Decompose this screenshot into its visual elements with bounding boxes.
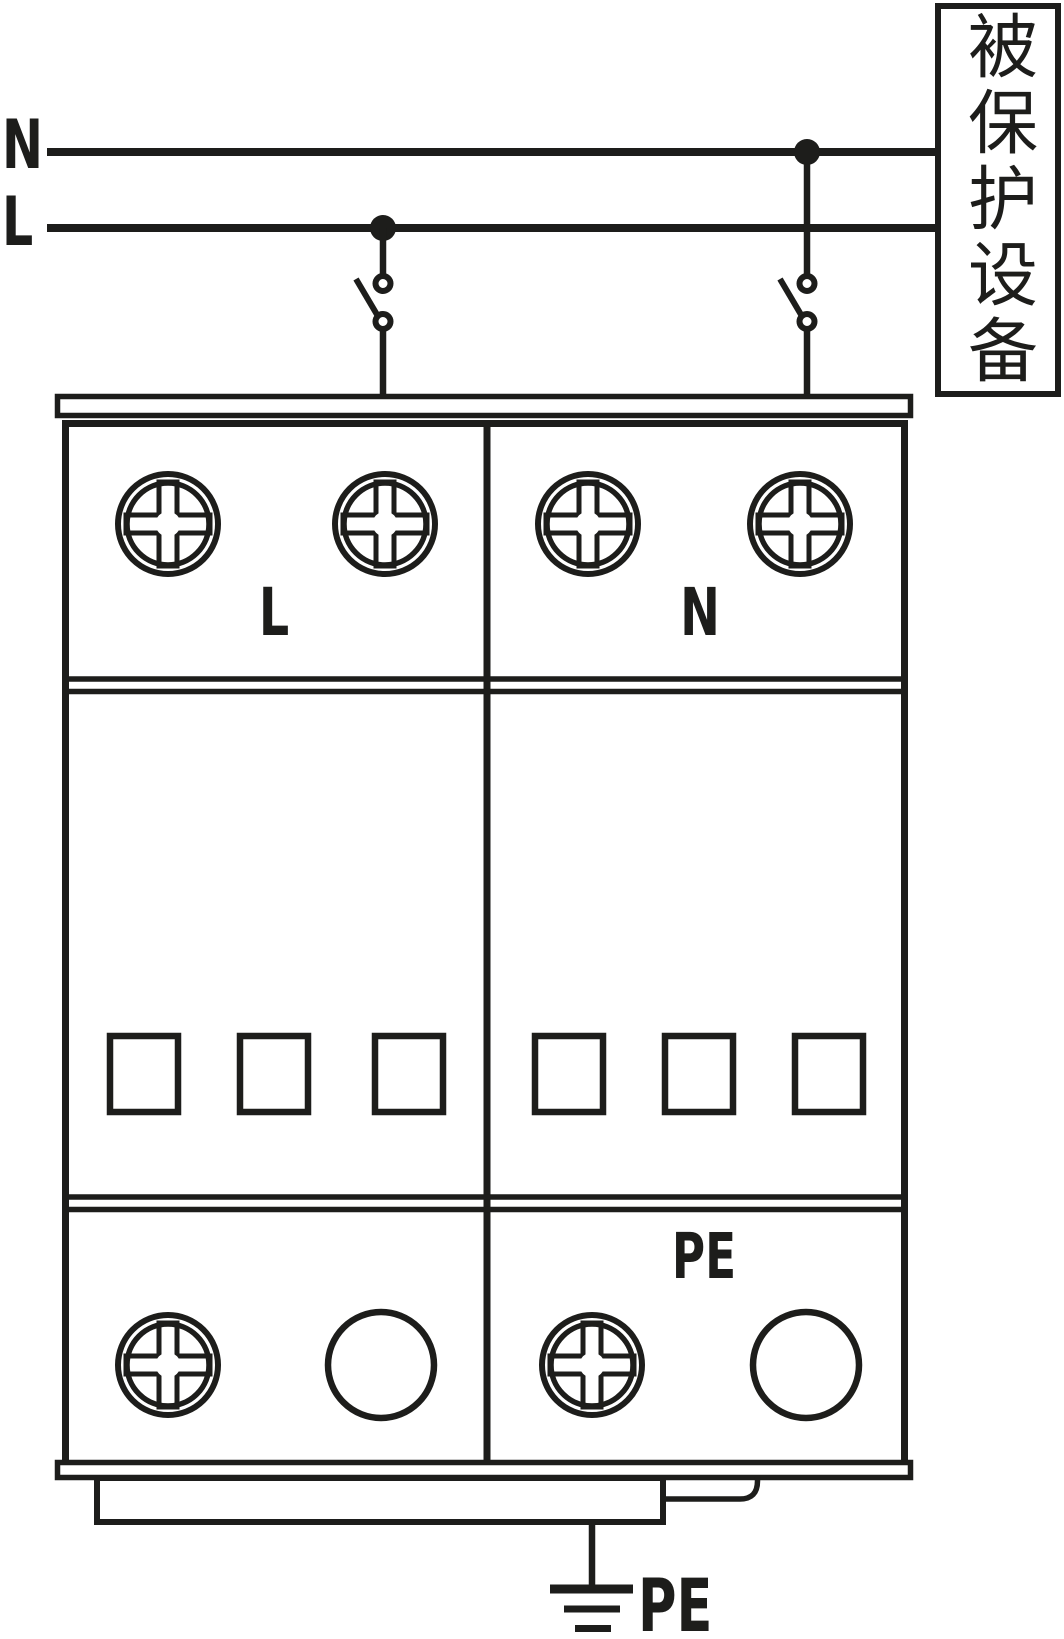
vent-slot (106, 1032, 182, 1116)
earth-ground-icon (550, 1584, 633, 1632)
wire-hole (324, 1308, 438, 1422)
phillips-screw-icon (538, 474, 638, 574)
phillips-screw-icon (542, 1315, 642, 1415)
terminal-n-label: N (680, 574, 720, 651)
phillips-screw-icon (118, 1315, 218, 1415)
n-wire-label: N (2, 106, 43, 185)
phillips-screw-icon (335, 474, 435, 574)
l-wire-label: L (2, 183, 34, 262)
ground-pe-label: PE (638, 1564, 713, 1639)
disconnect-switch-icon (780, 228, 815, 397)
junction-dot-icon (794, 139, 820, 165)
mounting-base (94, 1475, 666, 1525)
terminal-pe-label: PE (671, 1220, 737, 1293)
vent-slot (531, 1032, 607, 1116)
vent-slot (236, 1032, 312, 1116)
vent-slot (791, 1032, 867, 1116)
phillips-screw-icon (750, 474, 850, 574)
disconnect-switch-icon (356, 228, 391, 397)
wire-hole (749, 1308, 863, 1422)
phillips-screw-icon (118, 474, 218, 574)
vent-slot (371, 1032, 447, 1116)
din-rail-clip (663, 1477, 761, 1502)
terminal-l-label: L (258, 574, 290, 651)
device-top-rail (54, 393, 914, 419)
vent-slot (661, 1032, 737, 1116)
protected-equipment-box: 被保护设备 (935, 3, 1061, 397)
